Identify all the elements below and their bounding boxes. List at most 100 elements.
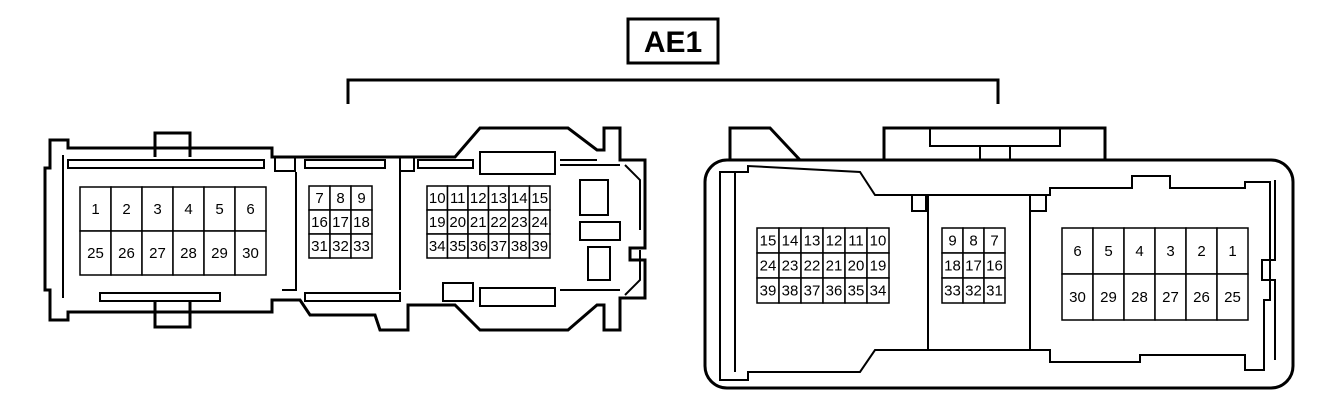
left-connector-pin-label: 8 xyxy=(336,190,344,207)
right-connector-pin-label: 31 xyxy=(986,283,1003,300)
left-connector-pin-label: 12 xyxy=(470,190,487,207)
right-connector-pin-label: 34 xyxy=(870,283,887,300)
right-connector-pin-label: 13 xyxy=(804,233,821,250)
left-connector-pin-label: 30 xyxy=(242,245,259,262)
left-connector-pin-label: 9 xyxy=(357,190,365,207)
left-connector-pin-label: 5 xyxy=(215,201,223,218)
left-connector-pin-label: 32 xyxy=(332,238,349,255)
left-connector-pin-cell xyxy=(110,186,143,232)
left-connector-pin-cell xyxy=(172,230,205,276)
right-connector-pin-cell xyxy=(1154,273,1187,321)
right-connector-pin-cell xyxy=(1154,227,1187,275)
right-connector-pin-cell xyxy=(1092,273,1125,321)
left-connector-pin-label: 25 xyxy=(87,245,104,262)
right-connector-pin-label: 10 xyxy=(870,233,887,250)
right-connector-pin-label: 23 xyxy=(782,258,799,275)
left-connector-pin-label: 16 xyxy=(311,214,328,231)
right-connector-pin-label: 4 xyxy=(1135,243,1143,260)
left-connector-pin-label: 11 xyxy=(450,190,466,207)
left-connector-pin-label: 20 xyxy=(449,214,466,231)
left-connector-pin-label: 23 xyxy=(511,214,528,231)
left-connector-pin-label: 4 xyxy=(184,201,192,218)
left-connector-pin-label: 6 xyxy=(246,201,254,218)
left-connector-pin-label: 10 xyxy=(429,190,446,207)
right-connector-pin-cell xyxy=(1061,227,1094,275)
right-connector-pin-cell xyxy=(1123,273,1156,321)
left-connector-pin-label: 36 xyxy=(470,238,487,255)
right-connector-pin-label: 20 xyxy=(848,258,865,275)
right-connector-pin-label: 17 xyxy=(965,258,982,275)
left-connector-pin-label: 35 xyxy=(449,238,466,255)
left-connector-pin-label: 7 xyxy=(315,190,323,207)
right-connector-pin-label: 27 xyxy=(1162,289,1179,306)
right-connector-pin-label: 9 xyxy=(948,233,956,250)
right-connector-pin-label: 37 xyxy=(804,283,821,300)
right-connector-pin-label: 26 xyxy=(1193,289,1210,306)
right-connector-pin-label: 18 xyxy=(944,258,961,275)
left-connector-pin-cell xyxy=(79,230,112,276)
left-connector-pin-label: 34 xyxy=(429,238,446,255)
left-connector-pin-label: 26 xyxy=(118,245,135,262)
right-connector-pin-label: 1 xyxy=(1228,243,1236,260)
right-connector-pin-label: 3 xyxy=(1166,243,1174,260)
right-connector-pin-label: 15 xyxy=(760,233,777,250)
right-connector-pin-label: 35 xyxy=(848,283,865,300)
left-connector-housing xyxy=(43,126,647,332)
right-connector-pin-label: 25 xyxy=(1224,289,1241,306)
right-connector-pin-label: 21 xyxy=(826,258,843,275)
left-connector-pin-label: 19 xyxy=(429,214,446,231)
right-connector-pin-label: 6 xyxy=(1073,243,1081,260)
left-connector-pin-cell xyxy=(141,230,174,276)
left-connector-pin-cell xyxy=(350,233,373,259)
connector-title-text: AE1 xyxy=(644,26,702,59)
right-connector-pin-cell xyxy=(866,277,890,304)
right-connector-pin-label: 7 xyxy=(990,233,998,250)
right-connector-pin-label: 29 xyxy=(1100,289,1117,306)
connector-title: AE1 xyxy=(626,17,720,65)
right-connector-pin-label: 33 xyxy=(944,283,961,300)
left-connector-pin-label: 39 xyxy=(531,238,548,255)
right-connector-pin-label: 30 xyxy=(1069,289,1086,306)
right-connector-pin-label: 39 xyxy=(760,283,777,300)
right-connector-pin-label: 28 xyxy=(1131,289,1148,306)
right-connector-pin-label: 22 xyxy=(804,258,821,275)
left-connector-pin-label: 17 xyxy=(332,214,349,231)
left-connector-pin-label: 18 xyxy=(353,214,370,231)
right-connector-housing xyxy=(703,126,1295,390)
right-connector-pin-label: 5 xyxy=(1104,243,1112,260)
left-connector-pin-label: 31 xyxy=(311,238,328,255)
right-connector-pin-cell xyxy=(1216,227,1249,275)
left-connector-pin-label: 29 xyxy=(211,245,228,262)
right-connector-pin-label: 32 xyxy=(965,283,982,300)
right-connector-pin-cell xyxy=(983,277,1006,304)
right-connector-pin-label: 11 xyxy=(848,233,864,250)
left-connector-pin-label: 38 xyxy=(511,238,528,255)
right-connector-pin-cell xyxy=(1061,273,1094,321)
right-connector-pin-label: 24 xyxy=(760,258,777,275)
left-connector-pin-label: 14 xyxy=(511,190,528,207)
right-connector-pin-label: 12 xyxy=(826,233,843,250)
left-connector-pin-label: 1 xyxy=(91,201,99,218)
right-connector-pin-label: 8 xyxy=(969,233,977,250)
left-connector-pin-label: 24 xyxy=(531,214,548,231)
right-connector-pin-label: 19 xyxy=(870,258,887,275)
left-connector-pin-cell xyxy=(528,233,551,259)
right-connector-pin-cell xyxy=(1216,273,1249,321)
right-connector-pin-label: 36 xyxy=(826,283,843,300)
right-connector-pin-label: 16 xyxy=(986,258,1003,275)
left-connector-pin-label: 37 xyxy=(490,238,507,255)
left-connector-pin-label: 21 xyxy=(470,214,487,231)
left-connector-pin-cell xyxy=(234,230,267,276)
left-connector-pin-label: 22 xyxy=(490,214,507,231)
left-connector-pin-label: 27 xyxy=(149,245,166,262)
right-connector-pin-label: 2 xyxy=(1197,243,1205,260)
right-connector-pin-label: 14 xyxy=(782,233,799,250)
right-connector-pin-label: 38 xyxy=(782,283,799,300)
connector-bracket xyxy=(346,78,1000,104)
left-connector-pin-label: 28 xyxy=(180,245,197,262)
left-connector-pin-label: 33 xyxy=(353,238,370,255)
left-connector-pin-label: 13 xyxy=(490,190,507,207)
left-connector-pin-label: 3 xyxy=(153,201,161,218)
